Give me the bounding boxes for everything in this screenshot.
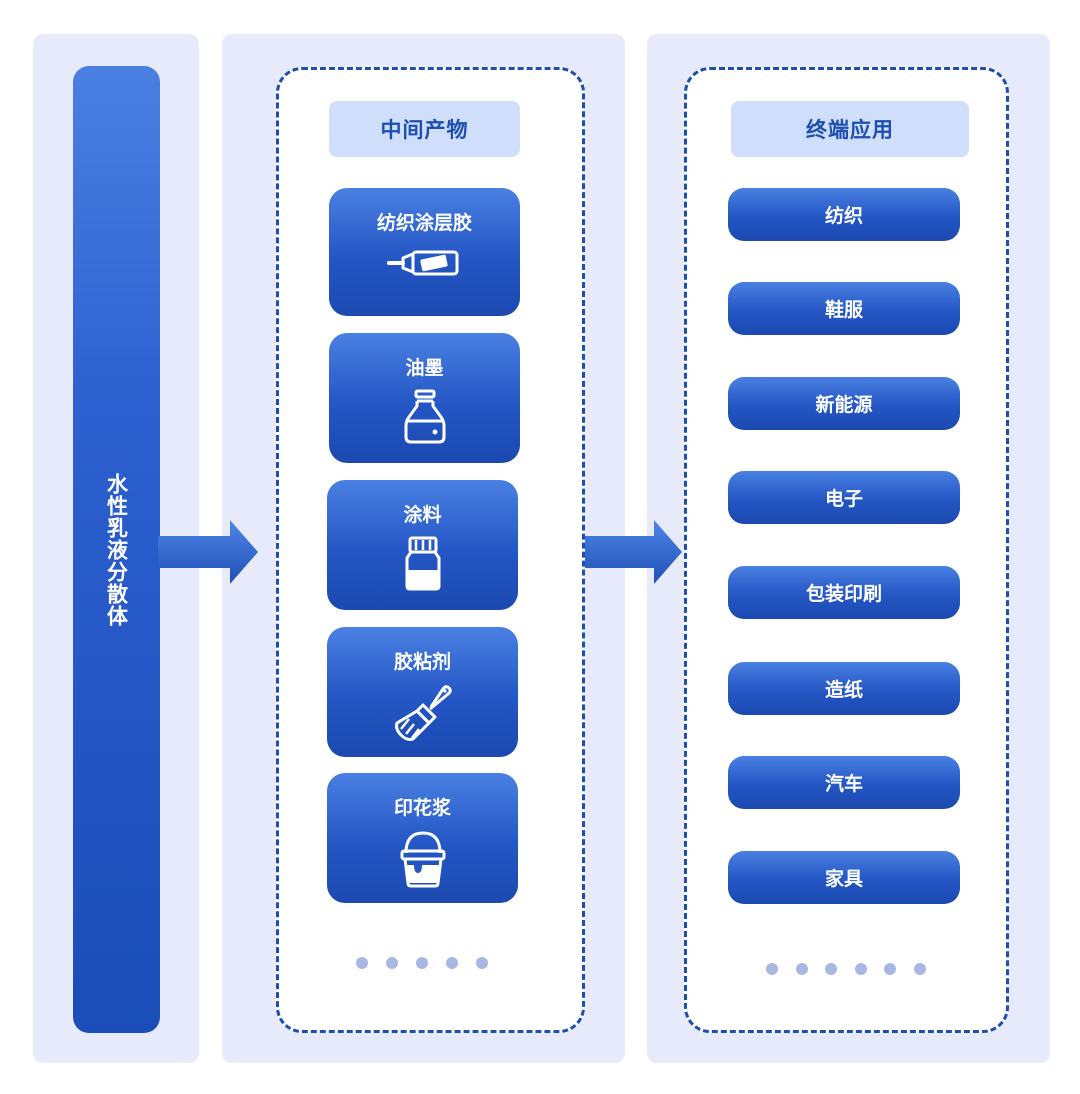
application-item-furniture: 家具: [728, 851, 960, 904]
application-item-automotive: 汽车: [728, 756, 960, 809]
arrow-right-icon: [158, 520, 258, 584]
more-dots: [356, 957, 488, 969]
dot: [416, 957, 428, 969]
dot: [476, 957, 488, 969]
dot: [913, 963, 926, 975]
application-item-new-energy: 新能源: [728, 377, 960, 430]
paint-bucket-icon: [400, 831, 445, 888]
dot: [386, 957, 398, 969]
application-header: 终端应用: [731, 101, 969, 157]
dot: [766, 963, 778, 975]
intermediate-header: 中间产物: [329, 101, 520, 157]
dot: [825, 963, 837, 975]
application-item-footwear-apparel: 鞋服: [728, 282, 960, 335]
intermediate-card-adhesive: 胶粘剂: [327, 627, 518, 757]
application-item-packaging-printing: 包装印刷: [728, 566, 960, 619]
dot: [446, 957, 458, 969]
intermediate-card-printing-paste: 印花浆: [327, 773, 518, 903]
ink-bottle-icon: [404, 389, 445, 444]
card-label: 印花浆: [393, 797, 451, 819]
dot: [854, 963, 867, 975]
dot: [356, 957, 368, 969]
intermediate-card-ink: 油墨: [329, 333, 520, 463]
card-label: 纺织涂层胶: [376, 212, 472, 234]
card-label: 涂料: [403, 504, 442, 526]
intermediate-card-textile-coating: 纺织涂层胶: [329, 188, 520, 316]
dot: [795, 963, 808, 975]
paint-jar-icon: [405, 536, 440, 591]
paintbrush-icon: [394, 685, 452, 741]
glue-tube-icon: [386, 250, 458, 276]
card-label: 油墨: [405, 357, 444, 379]
arrow-right-icon: [582, 520, 682, 584]
dot: [884, 963, 896, 975]
application-item-papermaking: 造纸: [728, 662, 960, 715]
source-bar: 水性乳液分散体: [73, 66, 160, 1033]
application-item-textile: 纺织: [728, 188, 960, 241]
card-label: 胶粘剂: [393, 651, 451, 673]
intermediate-card-paint: 涂料: [327, 480, 518, 610]
more-dots: [766, 963, 926, 975]
application-item-electronics: 电子: [728, 471, 960, 524]
source-label: 水性乳液分散体: [104, 472, 129, 627]
